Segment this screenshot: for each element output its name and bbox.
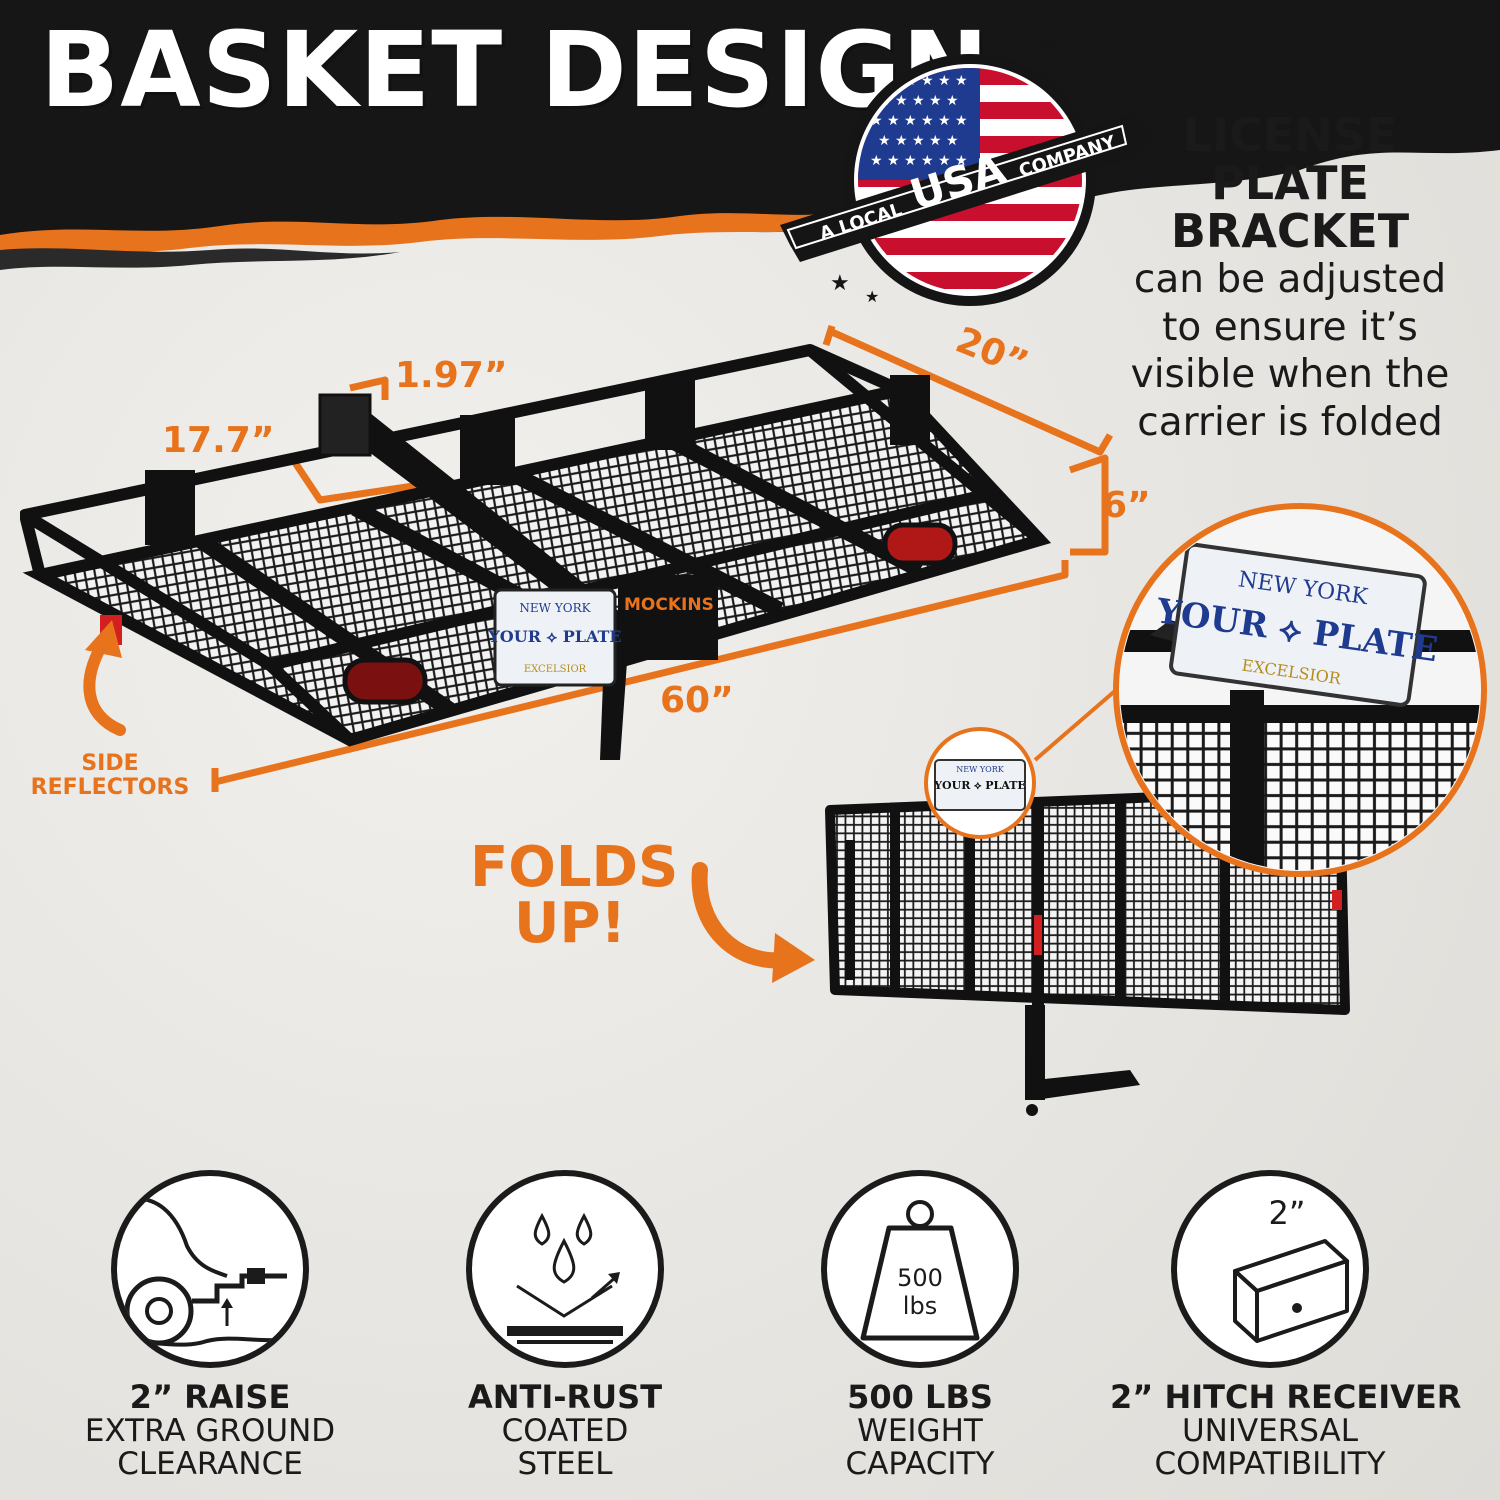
star-icon: ★	[830, 271, 850, 296]
star-icon: ✦	[1070, 40, 1082, 42]
bracket-highlight-circle: NEW YORK YOUR ⟡ PLATE	[924, 727, 1036, 839]
svg-text:lbs: lbs	[903, 1292, 937, 1320]
feature-hitch-receiver: 2” 2” HITCH RECEIVER UNIVERSAL COMPATIBI…	[1110, 1170, 1461, 1480]
star-icon: ★	[865, 287, 879, 306]
svg-text:YOUR ⟡ PLATE: YOUR ⟡ PLATE	[933, 779, 1026, 792]
svg-text:★ ★ ★ ★ ★: ★ ★ ★ ★ ★	[878, 133, 959, 149]
license-plate-bracket-title: LICENSE PLATE BRACKET	[1170, 108, 1410, 258]
svg-text:NEW YORK: NEW YORK	[956, 765, 1004, 774]
ground-clearance-icon	[111, 1170, 309, 1368]
svg-text:2”: 2”	[1269, 1194, 1306, 1232]
license-plate-bracket-description: can be adjusted to ensure it’s visible w…	[1130, 257, 1450, 445]
bracket-zoom-circle: NEW YORK YOUR ⟡ PLATE EXCELSIOR	[1113, 503, 1487, 877]
svg-text:YOUR ⟡ PLATE: YOUR ⟡ PLATE	[487, 627, 621, 646]
page-title: BASKET DESIGN	[40, 9, 990, 131]
dimension-height: 6”	[1102, 485, 1151, 526]
svg-text:★ ★ ★ ★ ★ ★: ★ ★ ★ ★ ★ ★	[870, 113, 968, 129]
dimension-length: 60”	[660, 680, 734, 721]
dimension-receiver-depth: 17.7”	[162, 420, 275, 461]
usa-company-badge: ★ ★ ★ ★ ★ ★ ★ ★ ★ ★ ★ ★ ★ ★ ★ ★ ★ ★ ★ ★ …	[780, 40, 1155, 306]
side-reflectors-label: SIDE REFLECTORS	[30, 751, 190, 801]
curved-arrow-icon	[83, 620, 126, 736]
svg-text:NEW YORK: NEW YORK	[519, 601, 591, 615]
cargo-basket-illustration: MOCKINS NEW YORK YOUR ⟡ PLATE EXCELSIOR	[20, 324, 1114, 792]
hitch-tube-icon: 2”	[1171, 1170, 1369, 1368]
feature-weight-capacity: 500 lbs 500 LBS WEIGHT CAPACITY	[760, 1170, 1080, 1480]
weight-icon: 500 lbs	[821, 1170, 1019, 1368]
water-drops-icon	[466, 1170, 664, 1368]
license-plate: NEW YORK YOUR ⟡ PLATE EXCELSIOR	[487, 588, 622, 687]
svg-text:★ ★ ★ ★ ★: ★ ★ ★ ★ ★	[878, 93, 959, 109]
svg-text:500: 500	[897, 1264, 943, 1292]
dimension-receiver-size: 1.97”	[395, 355, 508, 396]
brand-logo: MOCKINS	[624, 595, 714, 615]
folds-up-label: FOLDS UP!	[470, 835, 679, 956]
feature-anti-rust: ANTI-RUST COATED STEEL	[405, 1170, 725, 1480]
svg-text:EXCELSIOR: EXCELSIOR	[524, 664, 587, 675]
star-icon: ★	[1040, 40, 1060, 58]
svg-text:★ ★ ★ ★ ★ ★: ★ ★ ★ ★ ★ ★	[870, 153, 968, 169]
header-brush-banner	[0, 0, 1500, 270]
feature-ground-clearance: 2” RAISE EXTRA GROUND CLEARANCE	[50, 1170, 370, 1480]
curved-arrow-icon	[691, 862, 815, 983]
